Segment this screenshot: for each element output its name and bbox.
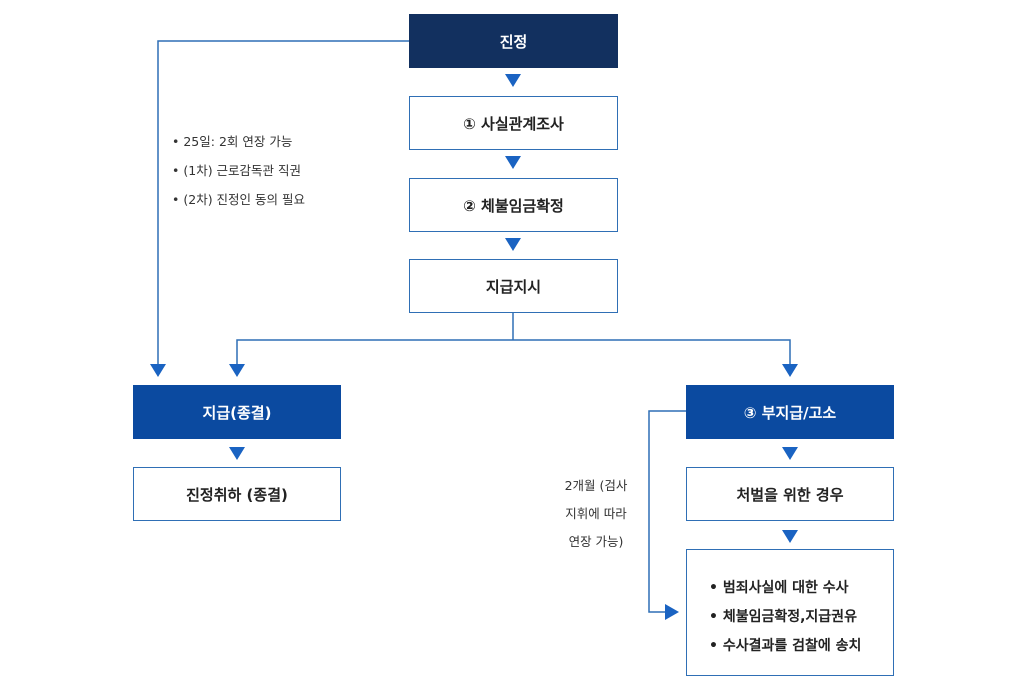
arrow-down-icon <box>505 238 521 251</box>
note-line: 지휘에 따라 <box>565 506 627 521</box>
arrow-down-icon <box>150 364 166 377</box>
arrow-down-icon <box>505 156 521 169</box>
node-punishment-case: 처벌을 위한 경우 <box>686 467 894 521</box>
arrow-down-icon <box>229 364 245 377</box>
arrow-down-icon <box>782 530 798 543</box>
right-note: 2개월 (검사 지휘에 따라 연장 가능) <box>548 472 644 556</box>
arrow-down-icon <box>229 447 245 460</box>
node-paid-closed: 지급(종결) <box>133 385 341 439</box>
node-unpaid-complaint: ③ 부지급/고소 <box>686 385 894 439</box>
arrow-right-icon <box>665 604 679 620</box>
list-item: 체불임금확정,지급권유 <box>709 603 893 632</box>
node-fact-investigation: ① 사실관계조사 <box>409 96 618 150</box>
final-action-list: 범죄사실에 대한 수사 체불임금확정,지급권유 수사결과를 검찰에 송치 <box>686 549 894 676</box>
left-notes: 25일: 2회 연장 가능 (1차) 근로감독관 직권 (2차) 진정인 동의 … <box>172 127 305 214</box>
note-line: 2개월 (검사 <box>564 478 628 493</box>
list-item: 범죄사실에 대한 수사 <box>709 574 893 603</box>
note-item: 25일: 2회 연장 가능 <box>172 127 305 156</box>
arrow-down-icon <box>505 74 521 87</box>
note-item: (2차) 진정인 동의 필요 <box>172 185 305 214</box>
note-item: (1차) 근로감독관 직권 <box>172 156 305 185</box>
arrow-down-icon <box>782 364 798 377</box>
node-withdraw-closed: 진정취하 (종결) <box>133 467 341 521</box>
note-line: 연장 가능) <box>568 534 624 549</box>
node-payment-order: 지급지시 <box>409 259 618 313</box>
list-item: 수사결과를 검찰에 송치 <box>709 632 893 661</box>
node-wage-confirmation: ② 체불임금확정 <box>409 178 618 232</box>
node-petition: 진정 <box>409 14 618 68</box>
arrow-down-icon <box>782 447 798 460</box>
